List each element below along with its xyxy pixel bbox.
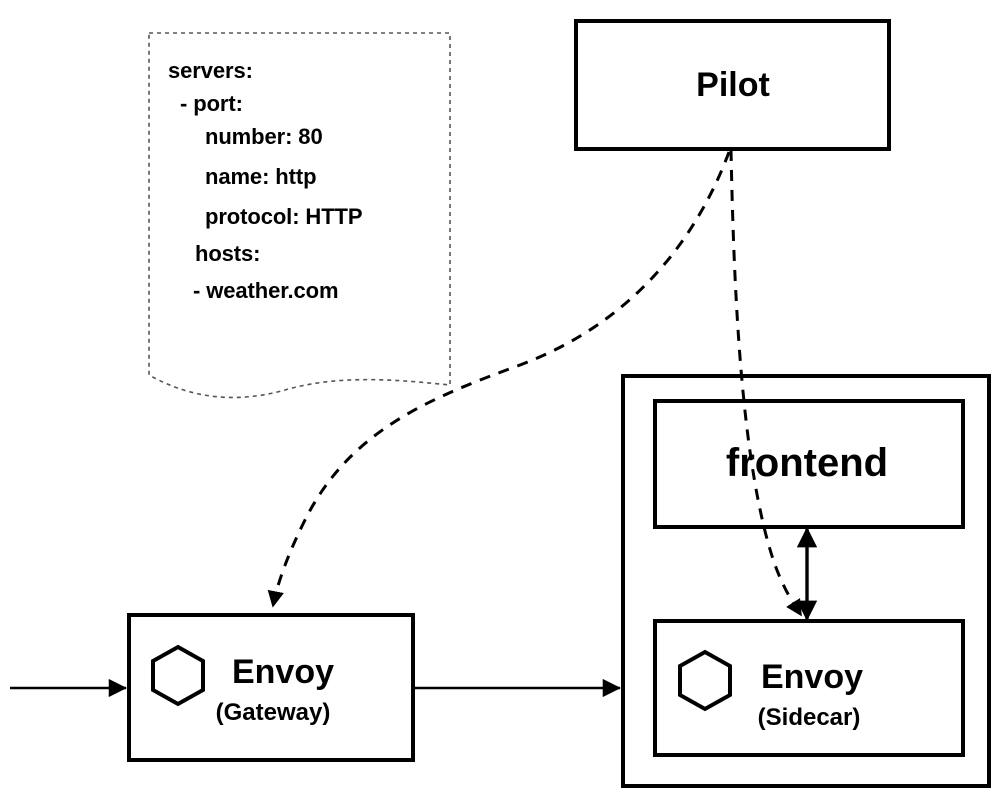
callout-line-protocol: protocol: HTTP bbox=[205, 204, 363, 229]
envoy-gateway-label: Envoy bbox=[231, 653, 335, 691]
callout-line-weather-host: - weather.com bbox=[193, 278, 339, 303]
envoy-sidecar-sublabel: (Sidecar) bbox=[757, 704, 861, 731]
hexagon-icon bbox=[151, 644, 205, 707]
callout-to-gateway-config-edge bbox=[267, 151, 731, 608]
hexagon-icon bbox=[678, 649, 732, 712]
callout-line-hosts: hosts: bbox=[195, 241, 261, 266]
callout-line-servers: servers: bbox=[168, 58, 253, 83]
callout-line-name: name: http bbox=[205, 164, 317, 189]
callout-line-port: - port: bbox=[180, 91, 243, 116]
gateway-yaml-callout-shape bbox=[148, 32, 451, 399]
frontend-label: frontend bbox=[725, 441, 889, 485]
envoy-sidecar-label: Envoy bbox=[760, 658, 864, 696]
pilot-box[interactable] bbox=[574, 19, 891, 151]
pilot-label: Pilot bbox=[696, 66, 770, 104]
envoy-gateway-sublabel: (Gateway) bbox=[215, 699, 331, 726]
frontend-box[interactable] bbox=[653, 399, 965, 529]
pilot-to-sidecar-config-edge bbox=[729, 149, 803, 617]
callout-line-number: number: 80 bbox=[205, 124, 323, 149]
